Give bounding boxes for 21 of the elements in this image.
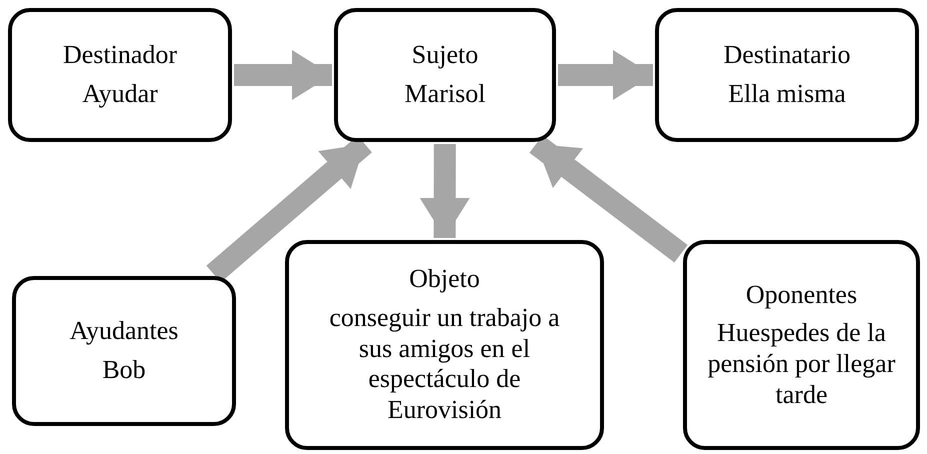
node-text: Marisol: [404, 79, 486, 110]
node-heading: Ayudantes: [70, 316, 178, 347]
rounded-box: [334, 8, 556, 142]
block-arrow: [558, 50, 653, 100]
node-text: Ayudar: [82, 79, 158, 110]
rounded-box: [12, 276, 236, 426]
block-arrow: [234, 50, 332, 100]
rounded-box: [683, 240, 920, 450]
node-heading: Sujeto: [412, 40, 478, 71]
rounded-box: [8, 8, 232, 142]
node-text: Bob: [102, 355, 146, 386]
node-text: conseguir un trabajo a sus amigos en el espectáculo de Eurovisión: [328, 302, 561, 426]
node-text: Huespedes de la pensión por llegar tarde: [706, 318, 896, 410]
rounded-box: [655, 8, 919, 142]
node-heading: Destinatario: [723, 40, 851, 71]
node-heading: Destinador: [62, 40, 178, 71]
node-heading: Objeto: [409, 264, 480, 295]
rounded-box: [285, 240, 604, 450]
block-arrow: [420, 144, 470, 238]
node-heading: Oponentes: [746, 280, 858, 310]
node-text: Ella misma: [728, 79, 846, 110]
